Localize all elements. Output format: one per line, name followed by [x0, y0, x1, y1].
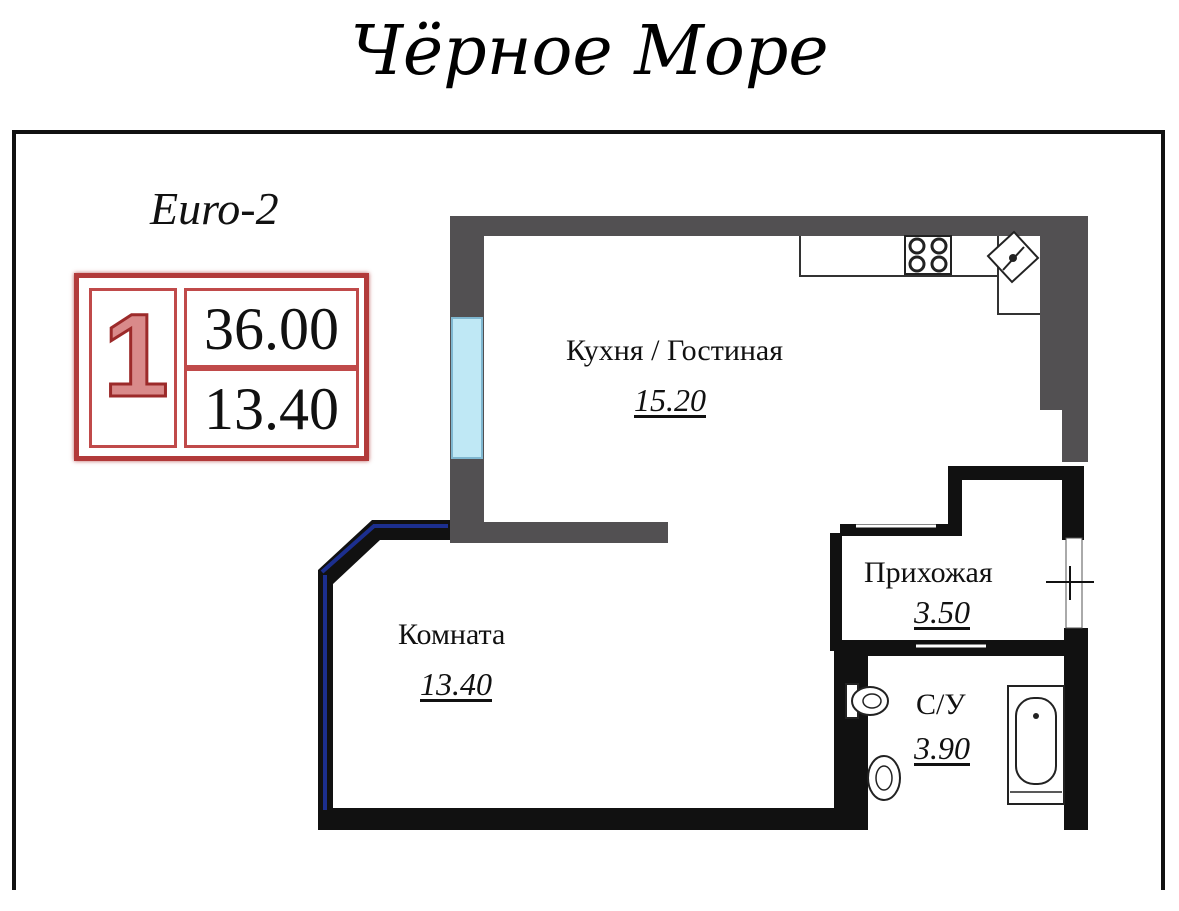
page-title: Чёрное Море — [350, 12, 829, 91]
room-label: Комната — [398, 618, 506, 651]
bathroom-label: С/У — [916, 688, 966, 721]
room-hall-partition — [830, 533, 842, 651]
bathtub-icon — [1007, 685, 1065, 805]
kitchen-sink-icon — [986, 230, 1040, 284]
total-area: 36.00 — [204, 296, 339, 362]
room-walls — [318, 520, 834, 830]
rooms-count-box: 1 — [89, 288, 177, 448]
living-area-box: 13.40 — [184, 368, 359, 448]
kitchen-label: Кухня / Гостиная — [566, 334, 784, 367]
room-window-accent — [320, 524, 448, 810]
rooms-count: 1 — [102, 290, 171, 422]
hall-area: 3.50 — [914, 594, 970, 630]
right-wall-lower — [1064, 628, 1088, 830]
kitchen-walls — [450, 216, 1088, 543]
kitchen-window — [451, 317, 483, 459]
hall-label: Прихожая — [864, 556, 993, 589]
hall-left-step-wall — [948, 466, 962, 526]
living-area: 13.40 — [204, 376, 339, 442]
room-area: 13.40 — [420, 666, 492, 702]
apartment-badge: 1 36.00 13.40 — [74, 273, 369, 461]
kitchen-area: 15.20 — [634, 382, 706, 418]
hall-top-wall — [948, 466, 1084, 480]
bathroom-area: 3.90 — [914, 730, 970, 766]
plan-frame — [12, 130, 1165, 890]
stove-icon — [904, 235, 952, 275]
bath-left-wall — [834, 650, 868, 830]
total-area-box: 36.00 — [184, 288, 359, 368]
layout-type-label: Euro-2 — [150, 183, 279, 234]
bath-sink-icon — [867, 755, 901, 801]
right-wall-upper — [1062, 466, 1084, 540]
hall-bath-partition — [840, 640, 1072, 656]
toilet-icon — [845, 683, 889, 719]
